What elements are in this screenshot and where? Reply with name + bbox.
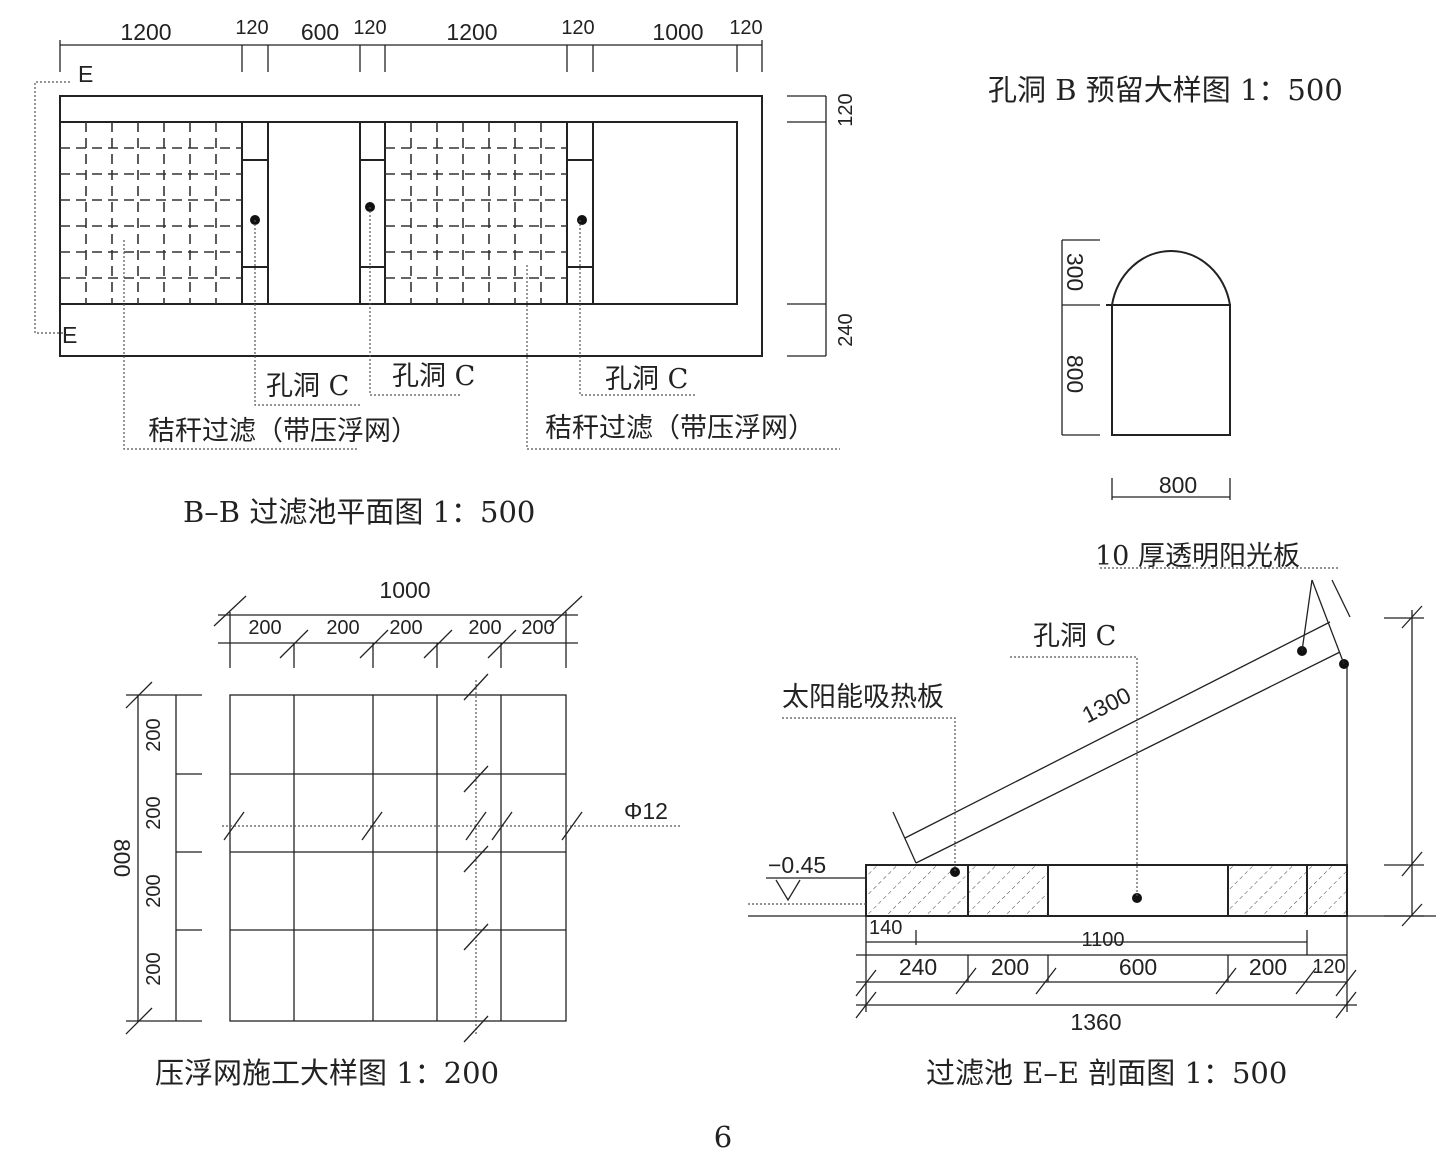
straw-filter-label-right: 秸秆过滤（带压浮网）	[545, 413, 815, 444]
plan-caption: B–B 过滤池平面图 1：500	[183, 495, 535, 529]
absorber-marker	[950, 867, 960, 877]
plan-dim-1: 1200	[120, 19, 171, 45]
plan-view: 1200 120 600 120 1200 120 1000 120 E E	[34, 17, 857, 529]
net-row-dim-4: 200	[143, 952, 165, 985]
net-col-dim-1: 200	[248, 617, 281, 639]
section-mark-top: E	[78, 61, 93, 87]
net-col-dim-3: 200	[389, 617, 422, 639]
plan-dim-6: 120	[561, 17, 594, 39]
net-row-dim-2: 200	[143, 796, 165, 829]
net-rebar-ticks	[223, 673, 583, 1043]
page-number: 6	[714, 1120, 732, 1154]
section-view: 1300 10 厚透明阳光板 孔洞 C 太阳能吸热板 −0.45	[748, 541, 1436, 1090]
section-caption: 过滤池 E–E 剖面图 1：500	[926, 1056, 1287, 1090]
net-col-dim-4: 200	[468, 617, 501, 639]
hole-b-detail: 孔洞 B 预留大样图 1：500 300 800 800	[988, 73, 1343, 500]
plan-right-dim-2: 240	[835, 313, 857, 346]
hole-b-dim-width: 800	[1159, 472, 1197, 498]
section-dim-240: 240	[899, 954, 937, 980]
panel-label: 10 厚透明阳光板	[1095, 541, 1300, 572]
level-label: −0.45	[768, 852, 826, 878]
hole-c-label-3: 孔洞 C	[605, 364, 688, 395]
net-col-dim-2: 200	[326, 617, 359, 639]
plan-dim-8: 120	[729, 17, 762, 39]
hole-c-label-2: 孔洞 C	[392, 361, 475, 392]
section-dim-200a: 200	[991, 954, 1029, 980]
hole-c-marker	[577, 215, 587, 225]
plan-dim-2: 120	[235, 17, 268, 39]
plan-dim-7: 1000	[652, 19, 703, 45]
plan-right-dim-1: 120	[835, 93, 857, 126]
straw-filter-label-left: 秸秆过滤（带压浮网）	[148, 416, 418, 447]
hole-c-label: 孔洞 C	[1033, 621, 1116, 652]
net-total-height: 800	[109, 839, 135, 877]
pool-inner-wall	[60, 121, 738, 305]
net-caption: 压浮网施工大样图 1：200	[155, 1056, 499, 1090]
net-grid	[230, 695, 566, 1021]
straw-filter-right	[385, 122, 567, 304]
slope-length: 1300	[1078, 682, 1135, 728]
hole-c-marker	[1132, 893, 1142, 903]
hole-b-arch	[1111, 250, 1231, 306]
hole-c-label-1: 孔洞 C	[266, 371, 349, 402]
net-row-dim-1: 200	[143, 718, 165, 751]
plan-dim-4: 120	[353, 17, 386, 39]
net-rebar	[222, 680, 680, 1036]
net-row-dim-3: 200	[143, 874, 165, 907]
section-dim-1100: 1100	[1081, 929, 1124, 951]
net-frame	[229, 694, 567, 1022]
section-dim-200b: 200	[1249, 954, 1287, 980]
sloped-panel-upper	[904, 621, 1331, 839]
net-total-width: 1000	[379, 577, 430, 603]
partition-walls	[241, 121, 594, 305]
net-detail: 1000 200 200 200 200 200 800 200 200 200…	[109, 577, 680, 1090]
hole-b-dim-body: 800	[1062, 355, 1088, 393]
section-dim-total: 1360	[1070, 1009, 1121, 1035]
plan-dim-3: 600	[301, 19, 339, 45]
sloped-panel-lower	[915, 651, 1341, 864]
plan-dim-5: 1200	[446, 19, 497, 45]
section-dim-140: 140	[869, 917, 902, 939]
absorber-label: 太阳能吸热板	[782, 682, 944, 713]
net-bar-label: Φ12	[624, 798, 668, 824]
hole-b-body	[1106, 304, 1231, 436]
net-col-dim-5: 200	[521, 617, 554, 639]
section-mark-bottom: E	[62, 322, 77, 348]
hole-b-title: 孔洞 B 预留大样图 1：500	[988, 73, 1343, 107]
hole-c-opening	[1047, 864, 1229, 917]
section-dim-120: 120	[1312, 956, 1345, 978]
hole-b-dim-arch: 300	[1062, 253, 1088, 291]
straw-filter-left	[60, 122, 242, 304]
section-dim-600: 600	[1119, 954, 1157, 980]
